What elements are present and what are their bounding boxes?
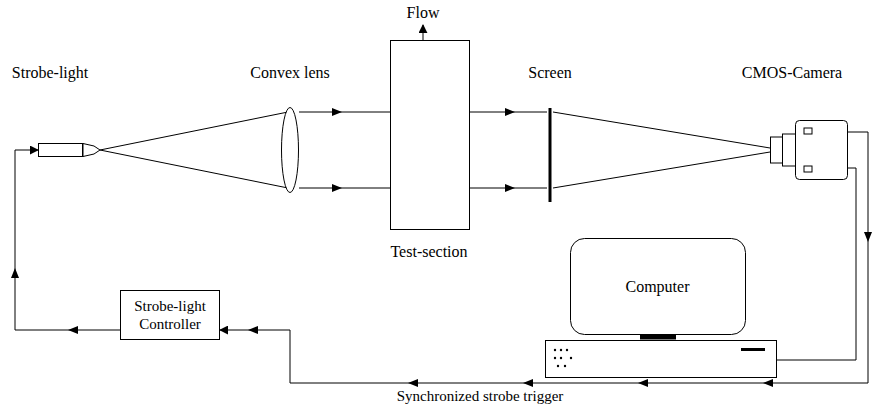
base-dot (554, 349, 556, 351)
part-label: CMOS-Camera (742, 64, 842, 82)
cmos-camera-shape (770, 120, 848, 180)
screen-plate (549, 108, 552, 202)
base-dot (570, 357, 572, 359)
strobe-light-shape (38, 143, 100, 157)
computer-shape (545, 238, 777, 378)
light-ray (299, 112, 390, 113)
computer: Computer (545, 238, 777, 378)
signal-wire (777, 168, 856, 360)
part-label: Strobe-light (12, 64, 88, 82)
monitor (571, 239, 746, 335)
light-ray (553, 112, 770, 148)
controller-box: Strobe-light Controller (120, 290, 220, 340)
base-dot (564, 365, 566, 367)
base-dot (560, 357, 562, 359)
camera-lens (783, 134, 796, 166)
convex-lens: Convex lens (281, 107, 299, 193)
flow-label: Flow (405, 4, 442, 22)
convex-lens-shape (281, 107, 299, 193)
ray-arrow (332, 108, 342, 116)
camera-port (804, 128, 812, 134)
screen: Screen (547, 108, 553, 202)
strobe-light: Strobe-light (38, 143, 100, 157)
light-ray (100, 150, 288, 188)
camera-lens (771, 137, 783, 163)
ray-arrow (505, 108, 515, 116)
lamp-body (39, 144, 83, 157)
base-dot (554, 357, 556, 359)
cmos-camera: CMOS-Camera (770, 120, 848, 180)
signal-wire (15, 150, 120, 330)
light-ray (299, 188, 390, 189)
camera-body (796, 121, 848, 180)
part-label: Convex lens (250, 64, 330, 82)
camera-port (804, 166, 812, 172)
ray-arrow (332, 184, 342, 192)
part-label: Screen (528, 64, 572, 82)
base-dot (560, 349, 562, 351)
lens-outline (282, 108, 299, 193)
lamp-tip (83, 144, 100, 157)
node-text: Computer (570, 238, 745, 335)
light-ray (100, 112, 288, 150)
monitor-stand (640, 335, 676, 340)
base-dot (557, 365, 559, 367)
node-text: Strobe-light Controller (125, 297, 215, 333)
light-ray (553, 152, 770, 188)
test-section: Test-section (390, 40, 470, 230)
base-dot (566, 349, 568, 351)
ray-arrow (505, 184, 515, 192)
signal-wire (220, 132, 868, 383)
computer-base (546, 341, 777, 378)
part-label: Test-section (390, 243, 467, 261)
wire-label: Synchronized strobe trigger (395, 388, 566, 405)
screen-shape (547, 108, 553, 202)
drive-slot (741, 348, 765, 351)
